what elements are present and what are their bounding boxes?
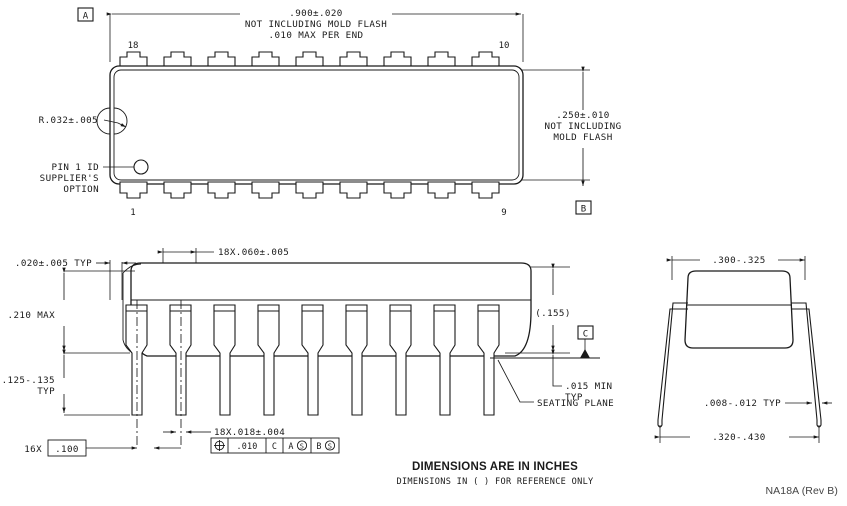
datum-b-marker: B [575, 200, 592, 215]
top-view-width-note-1: NOT INCLUDING MOLD FLASH [245, 19, 387, 30]
side-view-lead-tip-label: 18X.018±.004 [214, 427, 285, 438]
top-view-body [109, 65, 524, 185]
pin-number-9: 9 [501, 208, 506, 218]
end-view-body-width-label: .300-.325 [712, 255, 765, 266]
fcf-datum-3: B [316, 441, 321, 451]
side-view-standoff-min-dimension [551, 349, 562, 387]
side-view-lead-length-label: .125-.135 [2, 375, 55, 386]
corner-radius-leader [103, 119, 127, 128]
pin-1-id-line-1: PIN 1 ID [52, 162, 99, 173]
pin-number-10: 10 [499, 41, 510, 51]
top-view-height-note-2: MOLD FLASH [553, 132, 612, 143]
side-view-body-height-dimension [62, 267, 135, 354]
side-view-standoff-min-note: TYP [565, 392, 583, 403]
seating-plane-leader [497, 359, 534, 403]
side-view-pitch-dimension [47, 439, 181, 457]
pin-number-18: 18 [128, 41, 139, 51]
units-note-primary: DIMENSIONS ARE IN INCHES [412, 461, 578, 473]
position-symbol-icon [214, 440, 225, 451]
side-view-lead-length-dimension [62, 349, 130, 416]
top-view-width-dimension [106, 12, 524, 62]
top-view-leads-lower [119, 181, 500, 199]
top-view-group: A .900±.020 NOT INCLUDING MOLD FLASH .01… [39, 7, 621, 218]
side-view-body-height-label: .210 MAX [8, 310, 56, 321]
fcf-datum-2: A [288, 441, 293, 451]
pin-1-id-circle [133, 159, 149, 175]
datum-c-marker: C [577, 325, 594, 358]
notes-block: DIMENSIONS ARE IN INCHES DIMENSIONS IN (… [396, 461, 594, 487]
side-view-lead-thickness-label: .020±.005 TYP [15, 258, 92, 269]
corner-radius-label: R.032±.005 [39, 115, 98, 126]
top-view-leads-upper [119, 51, 500, 69]
datum-b-label: B [581, 205, 586, 215]
datum-a-label: A [83, 12, 89, 22]
units-note-secondary: DIMENSIONS IN ( ) FOR REFERENCE ONLY [396, 477, 594, 487]
fcf-datum-1: C [272, 441, 277, 451]
side-view-leads [125, 304, 500, 416]
side-view-standoff-ref-dimension [505, 263, 570, 354]
fcf-datum-2-modifier: S [300, 443, 304, 451]
fcf-datum-3-modifier: S [328, 443, 332, 451]
revision-tag: NA18A (Rev B) [766, 485, 839, 497]
seating-plane-label: SEATING PLANE [537, 398, 614, 409]
end-view-body-width-dimension [666, 256, 806, 280]
datum-c-label: C [583, 330, 588, 340]
top-view-width-value: .900±.020 [289, 8, 342, 19]
fcf-datum-3-modifier-icon: S [324, 440, 336, 451]
top-view-width-note-2: .010 MAX PER END [269, 30, 364, 41]
top-view-height-dimension [521, 66, 590, 186]
side-view-group: .020±.005 TYP 18X.060±.005 [2, 247, 614, 457]
pin-number-1: 1 [130, 208, 135, 218]
side-view-pitch-count: 16X [24, 444, 42, 455]
side-view-lead-length-note: TYP [37, 386, 55, 397]
end-view-body [684, 270, 794, 349]
side-view-lead-thickness-dimension [96, 260, 136, 300]
feature-control-frame: .010 C A S B S [210, 437, 340, 454]
side-view-standoff-ref-label: (.155) [535, 308, 571, 319]
end-view-group: .300-.325 .008-.012 TYP [654, 255, 832, 443]
top-view-height-value: .250±.010 [556, 110, 609, 121]
datum-a-marker: A [77, 7, 94, 22]
body-notch [96, 107, 128, 135]
end-view-lead-span-label: .320-.430 [712, 432, 765, 443]
end-view-lead-thickness-label: .008-.012 TYP [704, 398, 781, 409]
pin-1-id-line-2: SUPPLIER'S [40, 173, 99, 184]
top-view-height-note-1: NOT INCLUDING [544, 121, 621, 132]
fcf-datum-2-modifier-icon: S [296, 440, 308, 451]
side-view-pitch-value: .100 [55, 444, 79, 455]
side-view-standoff-min-label: .015 MIN [565, 381, 612, 392]
pin-1-id-line-3: OPTION [63, 184, 99, 195]
end-view-lead-span-dimension [654, 425, 820, 443]
fcf-tolerance: .010 [237, 441, 258, 451]
side-view-lead-width-label: 18X.060±.005 [218, 247, 289, 258]
